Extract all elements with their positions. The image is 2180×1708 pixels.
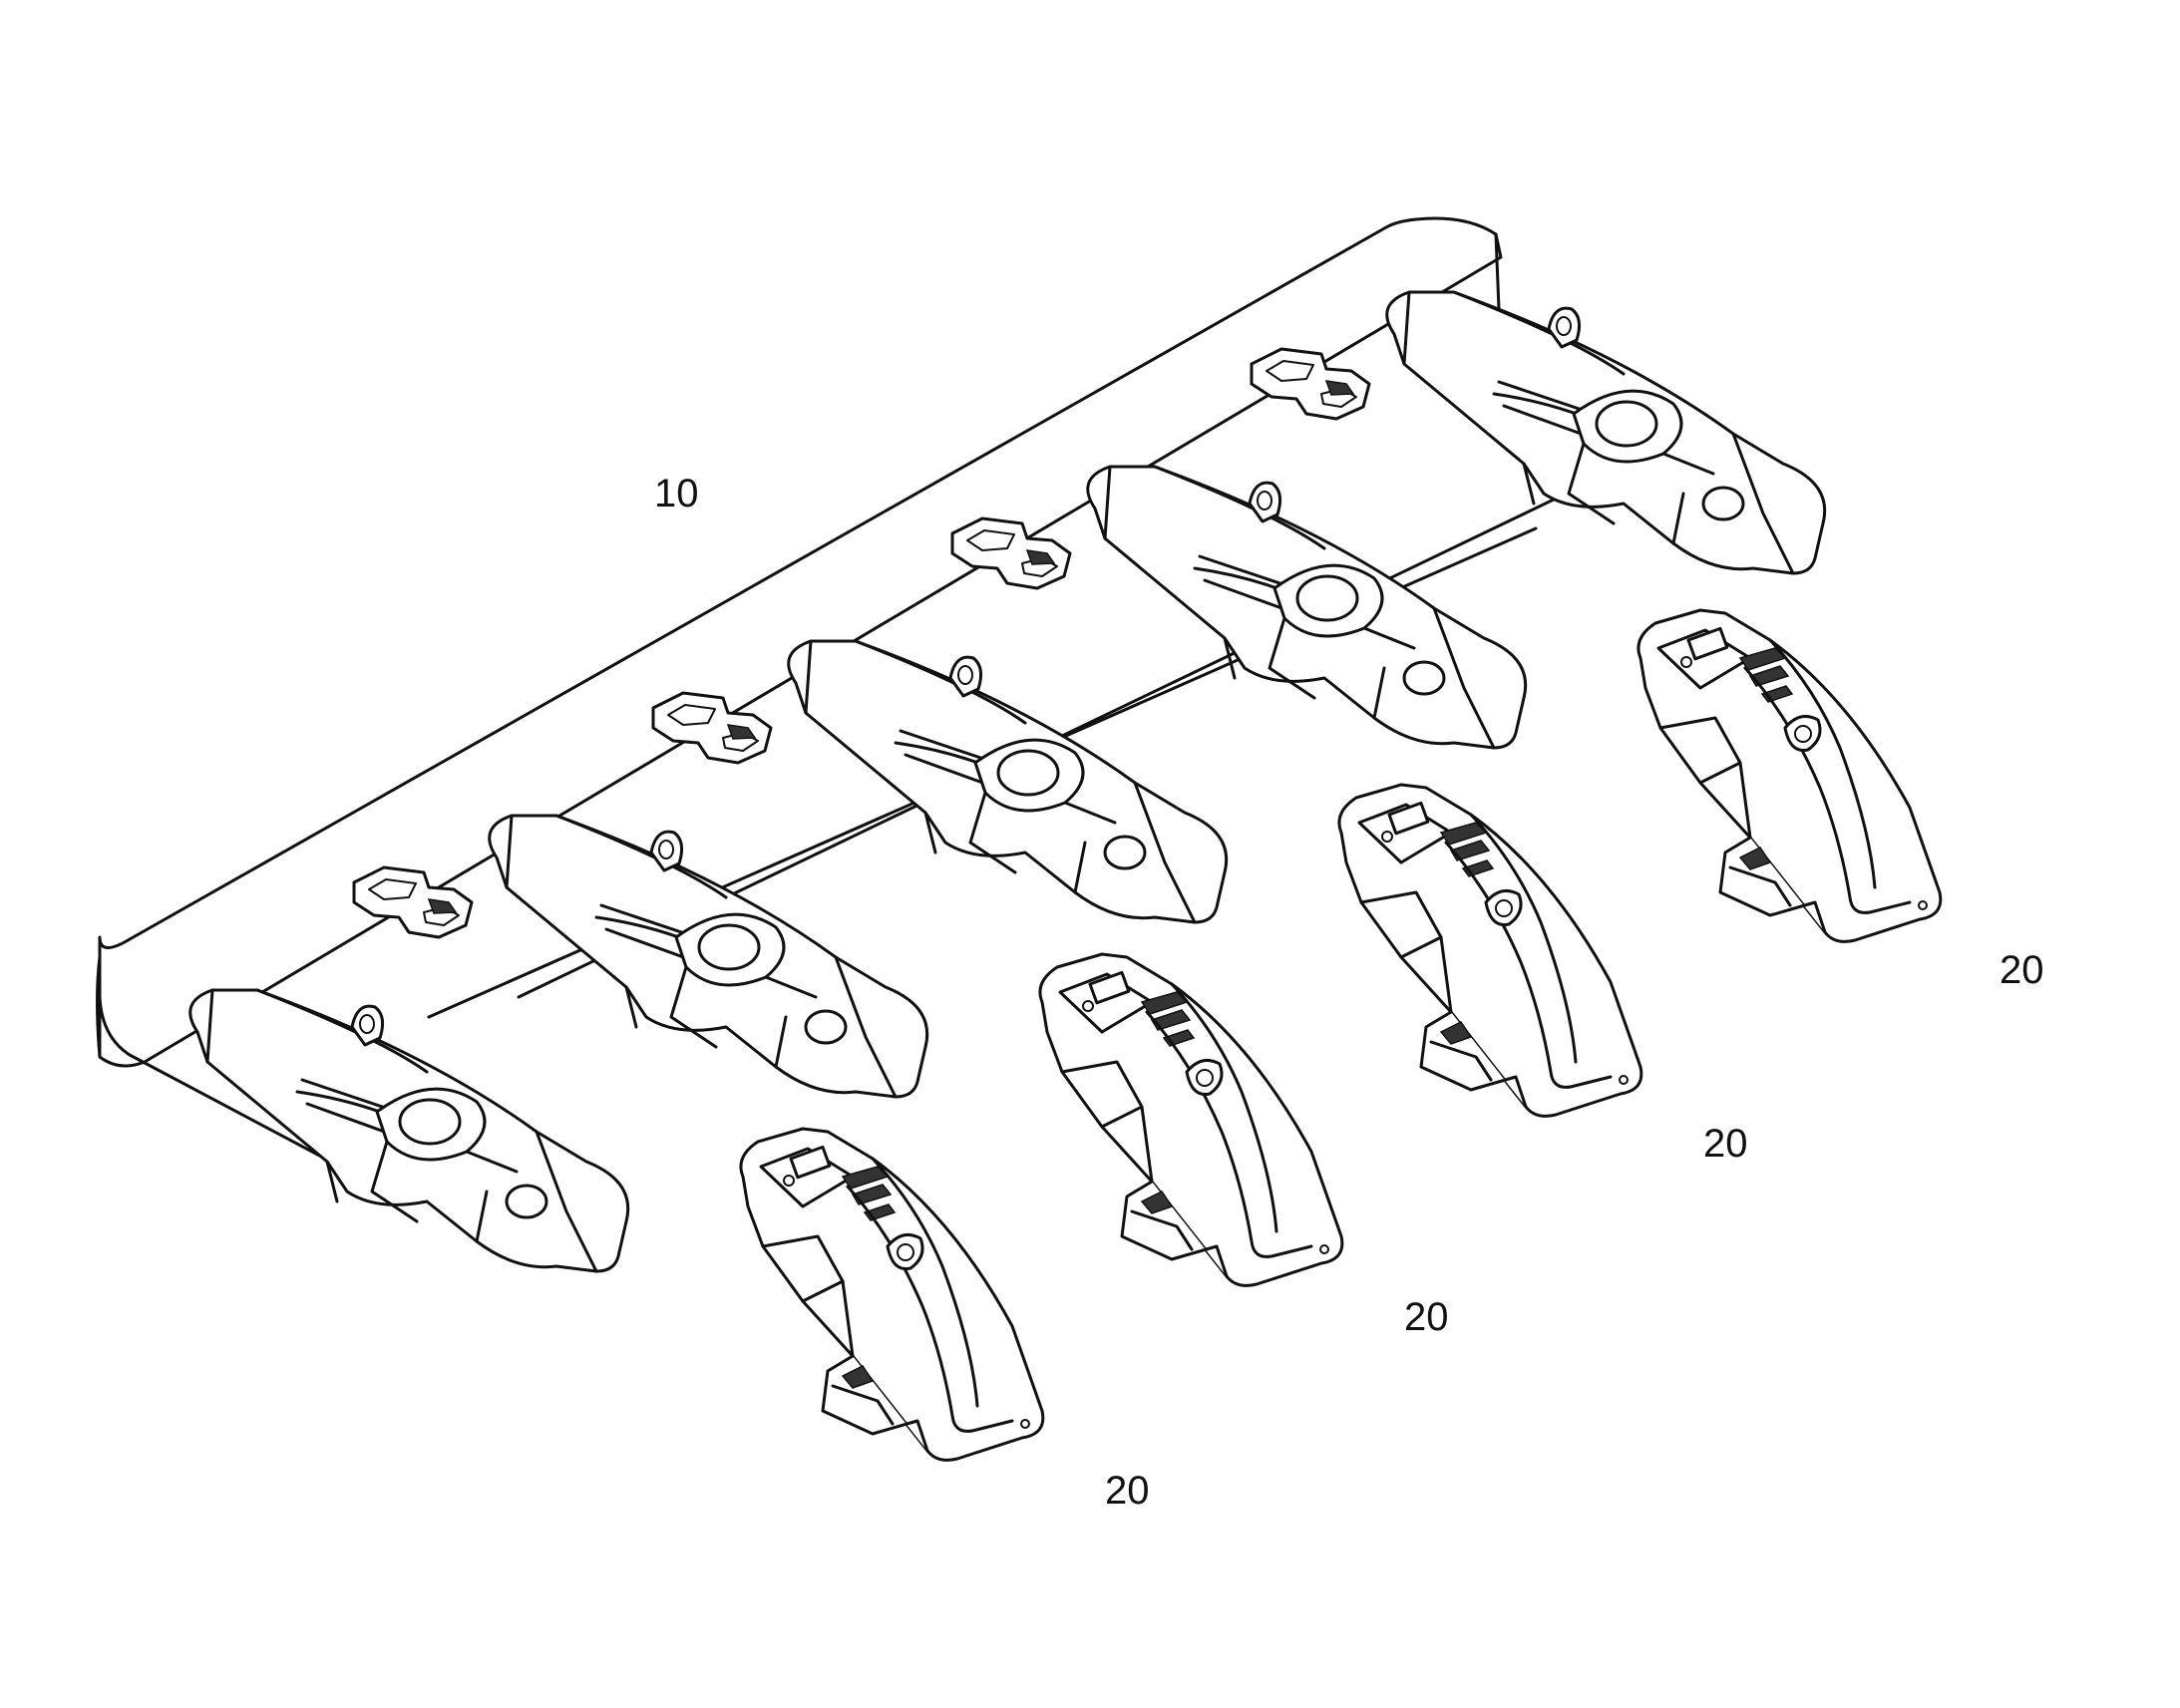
tooth-3 xyxy=(1337,783,1643,1118)
locking-clip-2 xyxy=(651,691,773,765)
tooth-4 xyxy=(1636,608,1943,943)
adapter-5 xyxy=(1385,290,1827,575)
label-tooth-4: 20 xyxy=(1999,948,2044,992)
locking-clip-4 xyxy=(1250,347,1371,421)
label-tooth-1: 20 xyxy=(1105,1469,1150,1513)
label-tooth-2: 20 xyxy=(1404,1295,1449,1339)
label-lip: 10 xyxy=(654,472,699,515)
adapter-2 xyxy=(488,814,929,1099)
label-tooth-3: 20 xyxy=(1703,1122,1748,1166)
locking-clip-3 xyxy=(950,516,1072,590)
tooth-1 xyxy=(739,1127,1045,1462)
adapter-4 xyxy=(1086,465,1528,750)
tooth-2 xyxy=(1038,952,1344,1287)
adapter-1 xyxy=(188,988,630,1273)
adapter-3 xyxy=(787,639,1229,924)
